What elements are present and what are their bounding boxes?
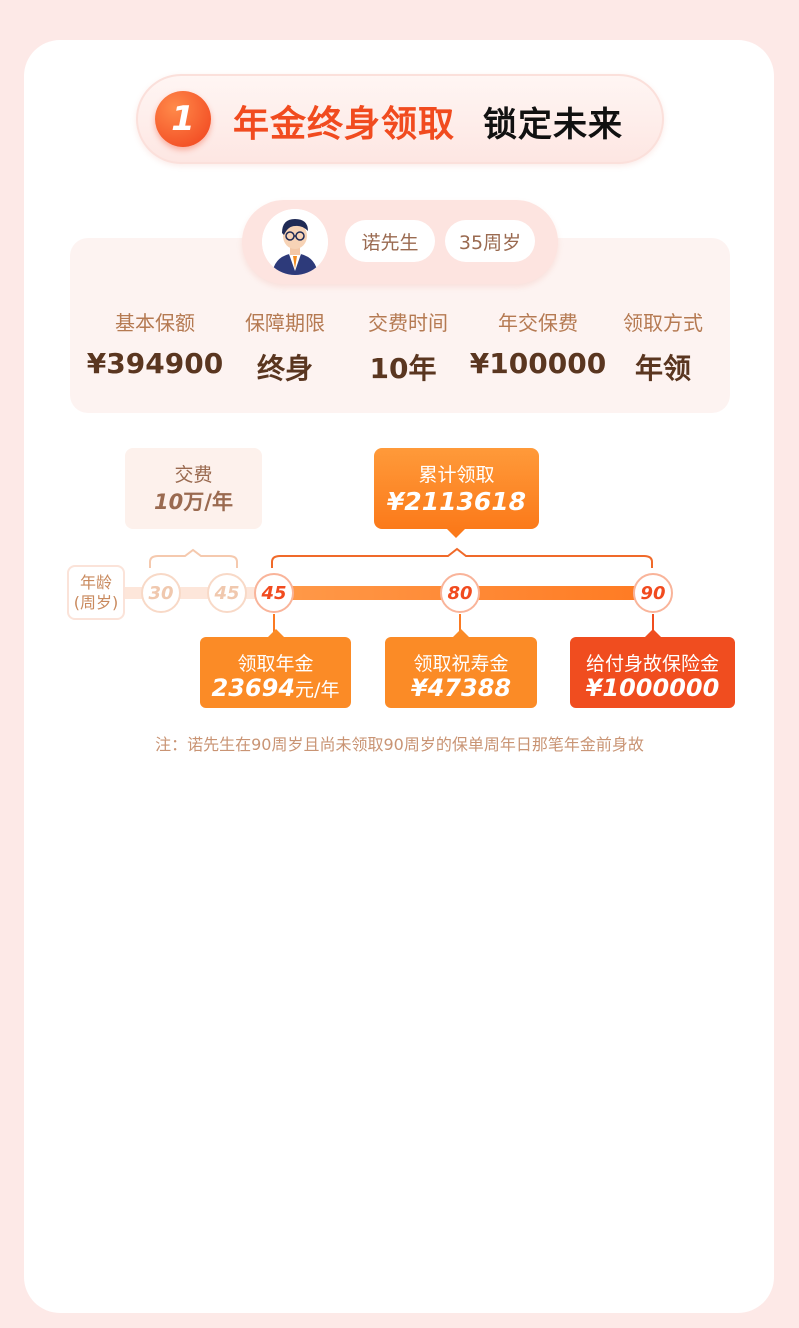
- annuity-box: [200, 629, 351, 708]
- payment-amount-number: 10: [154, 490, 184, 514]
- policy-label-annual-premium: 年交保费: [498, 311, 578, 335]
- policy-value-payout-method: 年领: [634, 352, 691, 385]
- policy-label-term: 保障期限: [245, 311, 325, 335]
- cumulative-amount: ¥2113618: [386, 487, 527, 516]
- annuity-amount-unit: 元/年: [295, 679, 340, 701]
- policy-value-term: 终身: [256, 352, 313, 385]
- payment-label: 交费: [174, 464, 213, 486]
- death-benefit-box: [570, 629, 735, 708]
- annuity-connector: [273, 614, 275, 634]
- age-label-text: 年龄: [79, 572, 112, 592]
- payment-bracket: [149, 548, 238, 568]
- cumulative-box: [374, 448, 539, 538]
- age-marker-45: 45: [254, 573, 294, 613]
- user-name-chip: 诺先生: [345, 220, 435, 262]
- age-marker-80: 80: [440, 573, 480, 613]
- age-label-unit: (周岁): [73, 592, 119, 612]
- footnote: 注：诺先生在90周岁且尚未领取90周岁的保单周年日那笔年金前身故: [155, 735, 644, 754]
- payment-amount-unit: 万/年: [183, 490, 233, 514]
- step-number-badge: 1: [155, 91, 211, 147]
- policy-value-sum-assured: ¥394900: [86, 347, 224, 380]
- timeline-brackets: [149, 547, 653, 568]
- policy-value-annual-premium: ¥100000: [469, 347, 607, 380]
- policy-label-payout-method: 领取方式: [623, 311, 703, 335]
- age-marker-45-payment: 45: [207, 573, 247, 613]
- longevity-amount: ¥47388: [410, 674, 512, 702]
- policy-label-payment-period: 交费时间: [368, 311, 448, 335]
- title-sub: 锁定未来: [483, 105, 623, 145]
- cumulative-label: 累计领取: [418, 464, 495, 486]
- longevity-box: [385, 629, 537, 708]
- payment-box: [125, 448, 262, 529]
- user-age-chip: 35周岁: [445, 220, 535, 262]
- death-benefit-amount: ¥1000000: [585, 674, 720, 702]
- annuity-amount: 23694元/年: [200, 674, 351, 702]
- age-axis-label: 年龄 (周岁): [67, 565, 125, 620]
- age-marker-90: 90: [633, 573, 673, 613]
- longevity-label: 领取祝寿金: [413, 653, 509, 675]
- annuity-label: 领取年金: [237, 653, 314, 675]
- title-pill: [136, 74, 664, 164]
- policy-label-sum-assured: 基本保额: [115, 311, 195, 335]
- payment-amount: 10万/年: [125, 486, 262, 516]
- age-marker-30: 30: [141, 573, 181, 613]
- death-benefit-label: 给付身故保险金: [585, 653, 719, 675]
- longevity-connector: [459, 614, 461, 634]
- death-connector: [652, 614, 654, 634]
- annuity-amount-number: 23694: [211, 674, 296, 702]
- title-main: 年金终身领取: [233, 104, 456, 145]
- payout-bracket: [271, 547, 653, 568]
- policy-value-payment-period: 10年: [369, 352, 437, 385]
- businessman-avatar-icon: [262, 209, 328, 275]
